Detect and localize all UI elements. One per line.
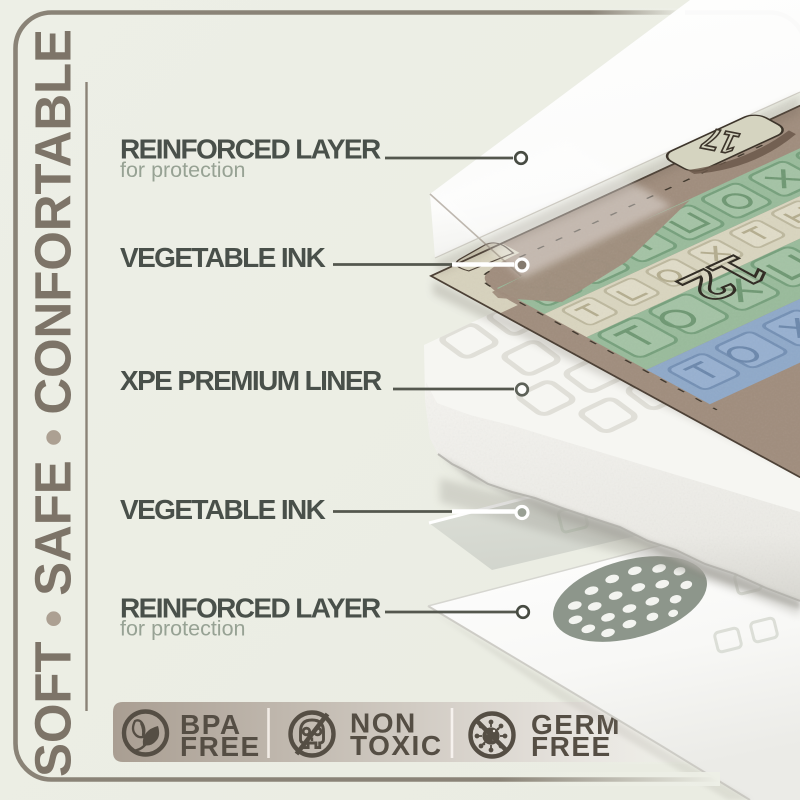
- svg-text:TOXIC: TOXIC: [350, 730, 443, 761]
- svg-text:FREE: FREE: [180, 731, 261, 762]
- svg-text:BPA: BPA: [180, 709, 242, 740]
- svg-text:XPE PREMIUM LINER: XPE PREMIUM LINER: [120, 365, 382, 396]
- svg-text:NON: NON: [350, 708, 417, 739]
- svg-text:VEGETABLE INK: VEGETABLE INK: [120, 494, 326, 525]
- svg-text:REINFORCED LAYER: REINFORCED LAYER: [120, 593, 381, 624]
- svg-text:VEGETABLE INK: VEGETABLE INK: [120, 242, 326, 273]
- svg-text:SOFT • SAFE • CONFORTABLE: SOFT • SAFE • CONFORTABLE: [25, 29, 82, 777]
- svg-text:REINFORCED LAYER: REINFORCED LAYER: [120, 134, 381, 165]
- svg-text:for protection: for protection: [120, 617, 245, 641]
- svg-text:for protection: for protection: [120, 158, 245, 182]
- svg-text:FREE: FREE: [531, 731, 612, 762]
